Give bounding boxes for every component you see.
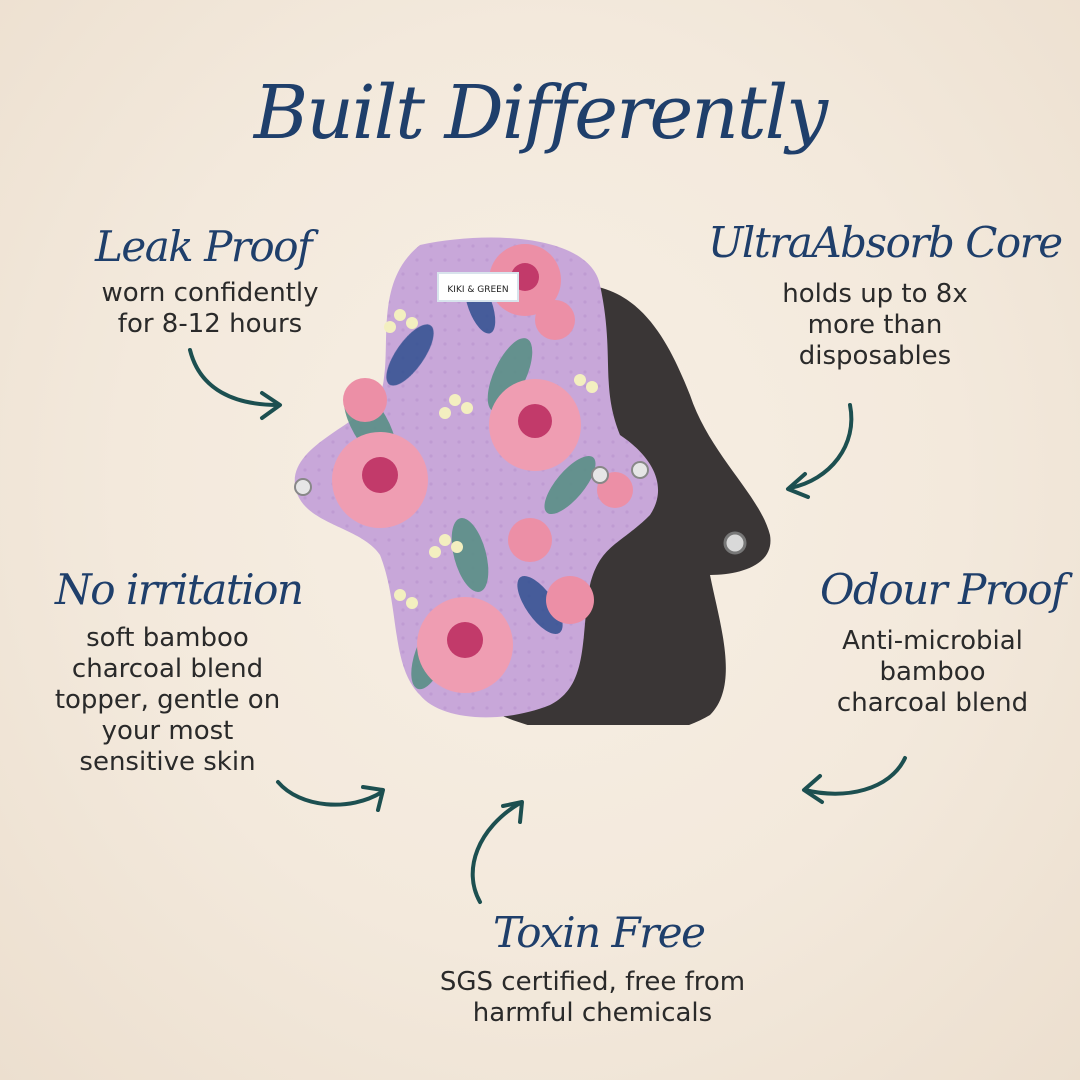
arrow-ultra-absorb	[788, 403, 854, 490]
toxin-free-title: Toxin Free	[493, 908, 706, 957]
no-irritation-title: No irritation	[55, 565, 304, 614]
arrow-toxin-free	[470, 801, 522, 904]
snap-button	[723, 531, 747, 555]
arrow-leak-proof	[188, 348, 280, 407]
leak-proof-desc: worn confidently for 8-12 hours	[101, 278, 319, 339]
arrow-odour-proof	[803, 756, 907, 796]
leak-proof-title: Leak Proof	[95, 222, 313, 271]
odour-proof-title: Odour Proof	[820, 565, 1067, 614]
toxin-free-desc: SGS certified, free from harmful chemica…	[439, 967, 746, 1028]
ultra-absorb-title: UltraAbsorb Core	[708, 218, 1063, 267]
cloth-pad-image: KIKI & GREEN	[294, 237, 771, 725]
ultra-absorb-desc: holds up to 8x more than disposables	[782, 279, 968, 371]
page-title: Built Differently	[253, 70, 828, 156]
arrow-no-irritation	[276, 780, 384, 807]
brand-logo: KIKI & GREEN	[447, 285, 508, 295]
no-irritation-desc: soft bamboo charcoal blend topper, gentl…	[54, 623, 281, 777]
brand-tag	[437, 272, 519, 302]
odour-proof-desc: Anti-microbial bamboo charcoal blend	[836, 626, 1029, 718]
